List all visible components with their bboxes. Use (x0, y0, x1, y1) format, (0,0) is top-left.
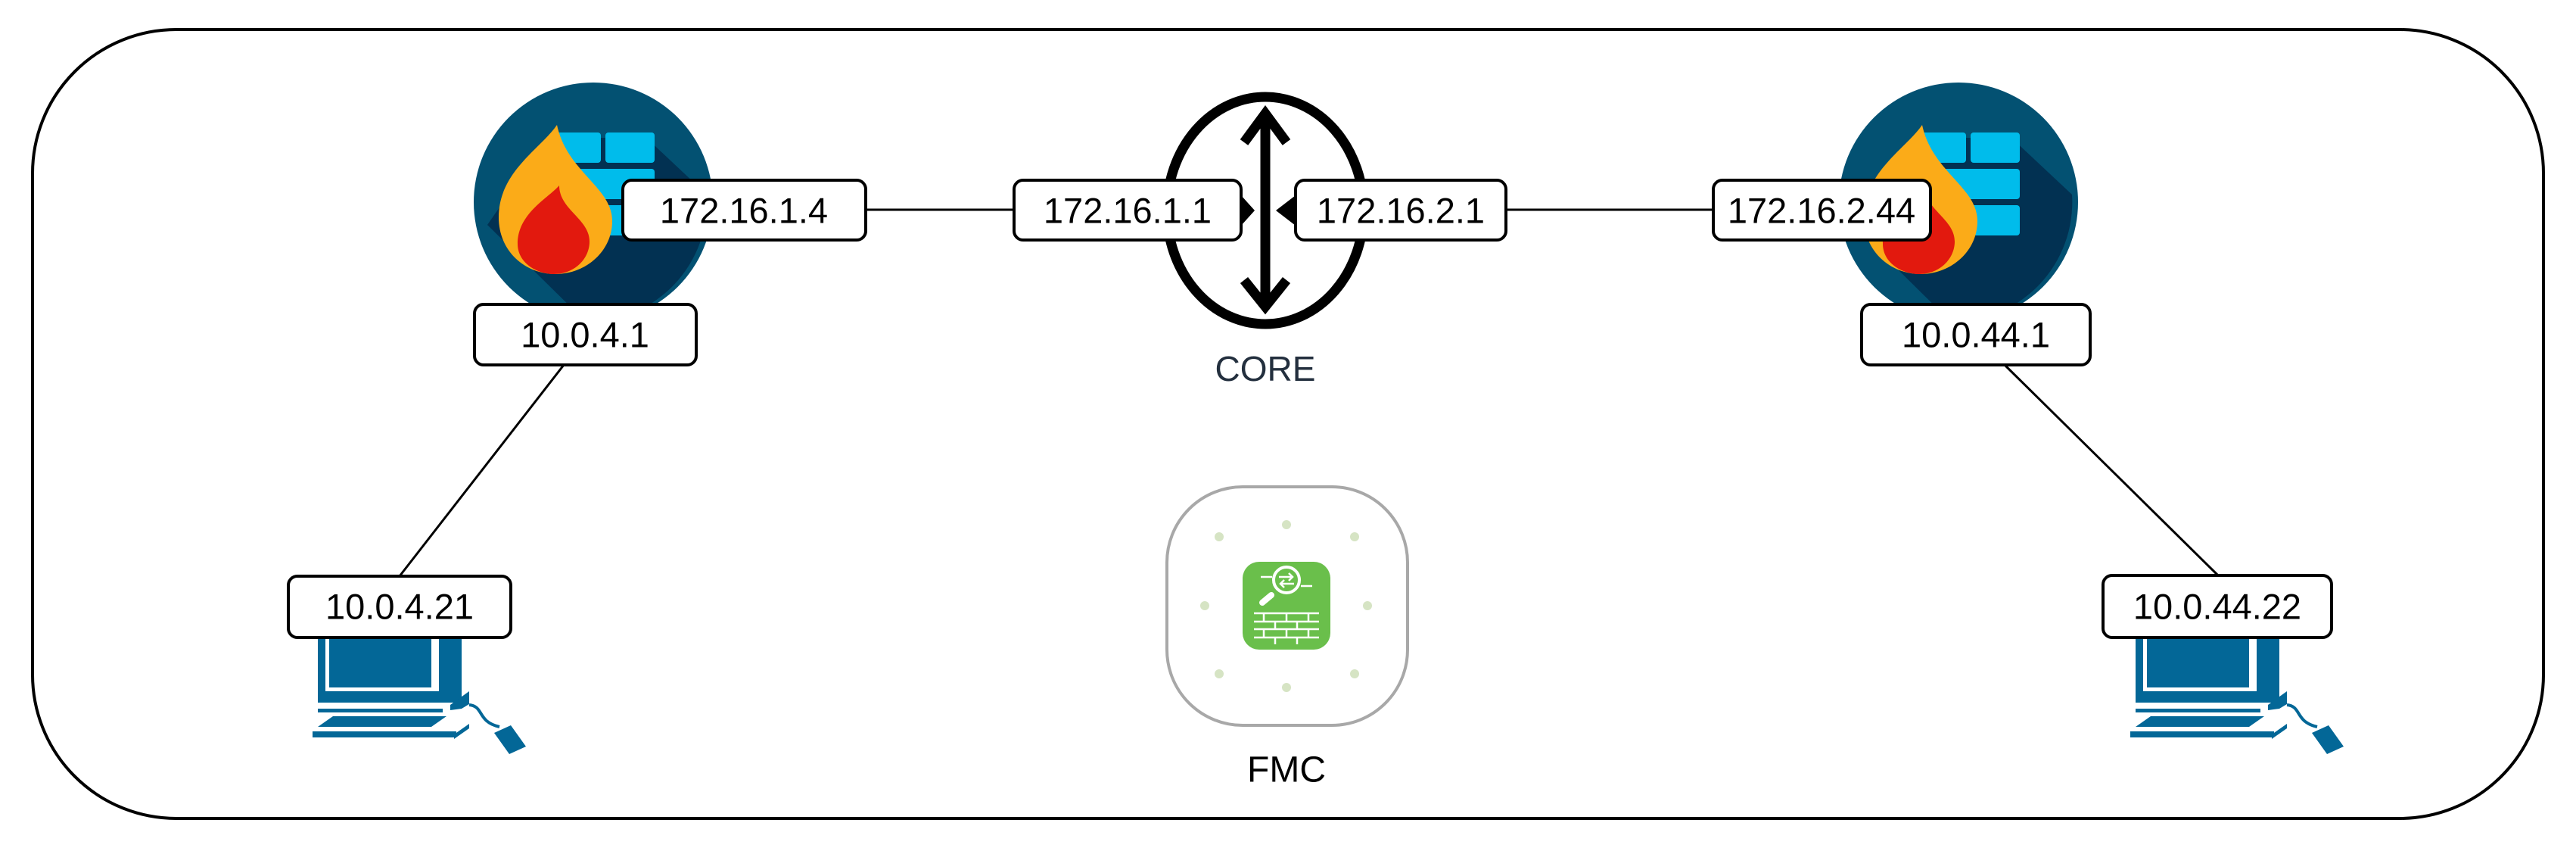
label-host-right: 10.0.44.22 (2102, 574, 2333, 639)
ip-text: 172.16.2.44 (1728, 191, 1915, 231)
link-fw-right-host (2003, 363, 2220, 577)
ip-text: 172.16.1.1 (1044, 191, 1212, 231)
label-host-left: 10.0.4.21 (287, 575, 512, 639)
label-core-left: 172.16.1.1 (1013, 179, 1243, 242)
link-fw-left-host (398, 364, 565, 577)
core-label: CORE (1215, 349, 1316, 388)
fmc-label: FMC (1247, 750, 1326, 790)
core-router-icon[interactable] (1162, 92, 1369, 329)
ip-text: 172.16.1.4 (660, 191, 828, 231)
label-fw-right-inside: 10.0.44.1 (1860, 303, 2092, 366)
ip-text: 10.0.4.1 (521, 315, 649, 355)
fmc-icon[interactable] (1165, 485, 1409, 727)
ip-text: 10.0.44.1 (1902, 315, 2050, 355)
label-fw-right-outside: 172.16.2.44 (1712, 179, 1932, 242)
label-fw-left-inside: 10.0.4.1 (473, 303, 698, 366)
ip-text: 10.0.44.22 (2133, 587, 2301, 627)
label-core-right: 172.16.2.1 (1294, 179, 1507, 242)
ip-text: 10.0.4.21 (325, 587, 474, 627)
ip-text: 172.16.2.1 (1317, 191, 1485, 231)
label-fw-left-outside: 172.16.1.4 (621, 179, 867, 242)
